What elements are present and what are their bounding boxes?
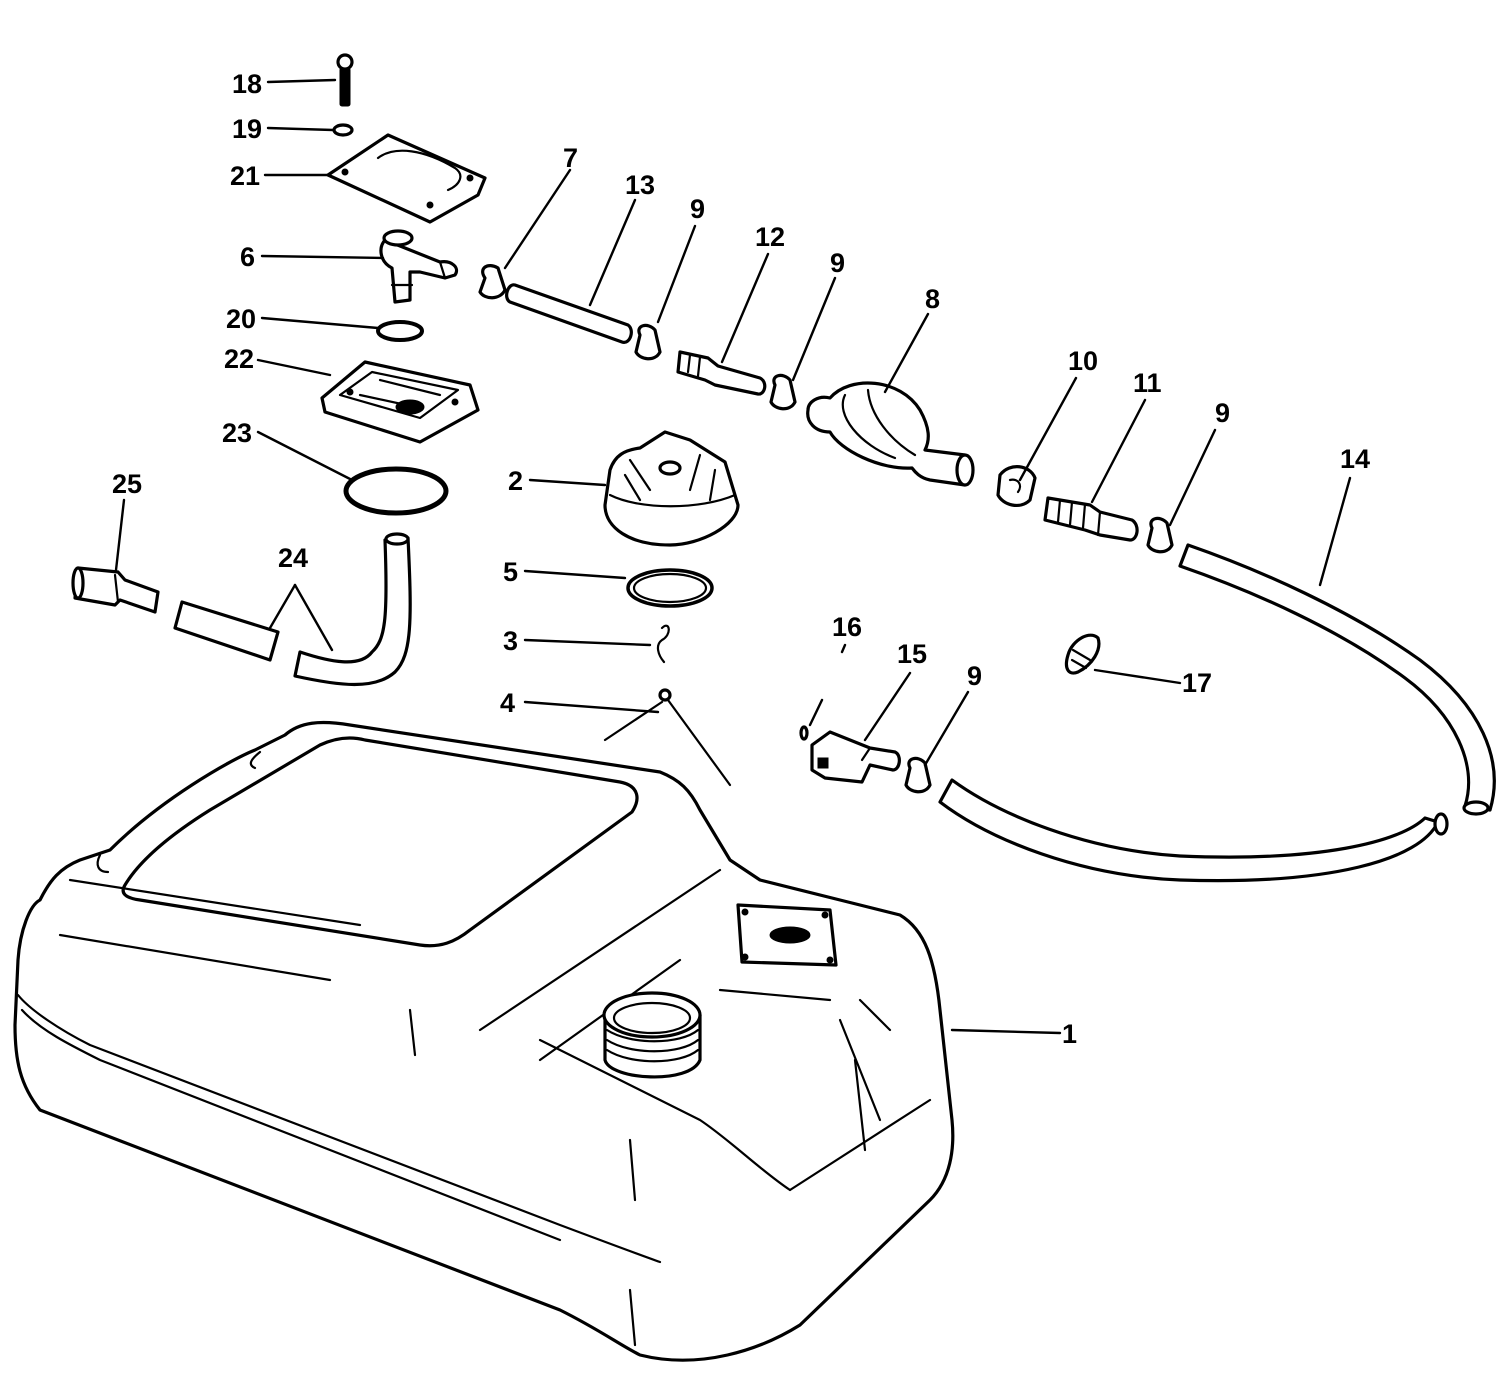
o-ring-large [343,466,449,516]
pickup-hose-straight [173,600,280,662]
callout-22: 22 [224,344,254,374]
o-ring-16 [799,725,809,741]
fuel-tank [13,720,955,1362]
callout-20: 20 [226,304,256,334]
callout-17: 17 [1182,668,1212,698]
callout-14: 14 [1340,444,1370,474]
callout-23: 23 [222,418,252,448]
leader-lines [114,78,1352,1035]
pickup-plate [320,360,480,444]
callout-3: 3 [503,626,518,656]
gauge-mounting-plate [736,903,838,967]
callout-13: 13 [625,170,655,200]
hose-13 [505,283,633,344]
callout-8: 8 [925,284,940,314]
hose-clip [1064,633,1101,675]
connector-11 [1043,496,1139,542]
callout-12: 12 [755,222,785,252]
fuel-hose-long [938,543,1496,883]
cap-tether [603,688,732,787]
screw [336,53,354,107]
connector-12 [676,350,767,396]
callout-25: 25 [112,469,142,499]
s-hook [656,624,670,664]
callout-10: 10 [1068,346,1098,376]
callout-2: 2 [508,466,523,496]
callout-6: 6 [240,242,255,272]
fuel-connector [810,730,901,784]
filler-neck [602,991,702,1079]
lock-washer [332,123,354,137]
callout-4: 4 [500,688,515,718]
check-valve [996,465,1037,508]
clamp-9b [769,373,797,411]
o-ring-small [376,320,424,342]
primer-bulb [806,381,975,487]
clamp-7 [478,264,507,300]
elbow-fitting [379,229,459,304]
callout-18: 18 [232,69,262,99]
clamp-9d [904,756,932,794]
fuel-filter [71,566,160,614]
callout-9-a: 9 [690,194,705,224]
callout-24: 24 [278,543,308,573]
pickup-hose-bent [293,532,412,687]
callout-1: 1 [1062,1019,1077,1049]
callout-16: 16 [832,612,862,642]
callout-19: 19 [232,114,262,144]
clamp-9c [1146,516,1174,554]
callout-9-b: 9 [830,248,845,278]
callout-7: 7 [563,143,578,173]
callout-11: 11 [1133,368,1162,398]
cap-gasket [626,568,714,608]
callout-9-c: 9 [1215,398,1230,428]
callout-15: 15 [897,639,927,669]
filler-cap [603,430,740,547]
retainer-plate [326,133,487,224]
callout-labels: 18 19 21 6 20 22 23 25 24 7 13 9 12 9 8 … [112,69,1370,1049]
callout-5: 5 [503,557,518,587]
callout-21: 21 [230,161,260,191]
clamp-9a [634,323,662,361]
callout-9-d: 9 [967,661,982,691]
